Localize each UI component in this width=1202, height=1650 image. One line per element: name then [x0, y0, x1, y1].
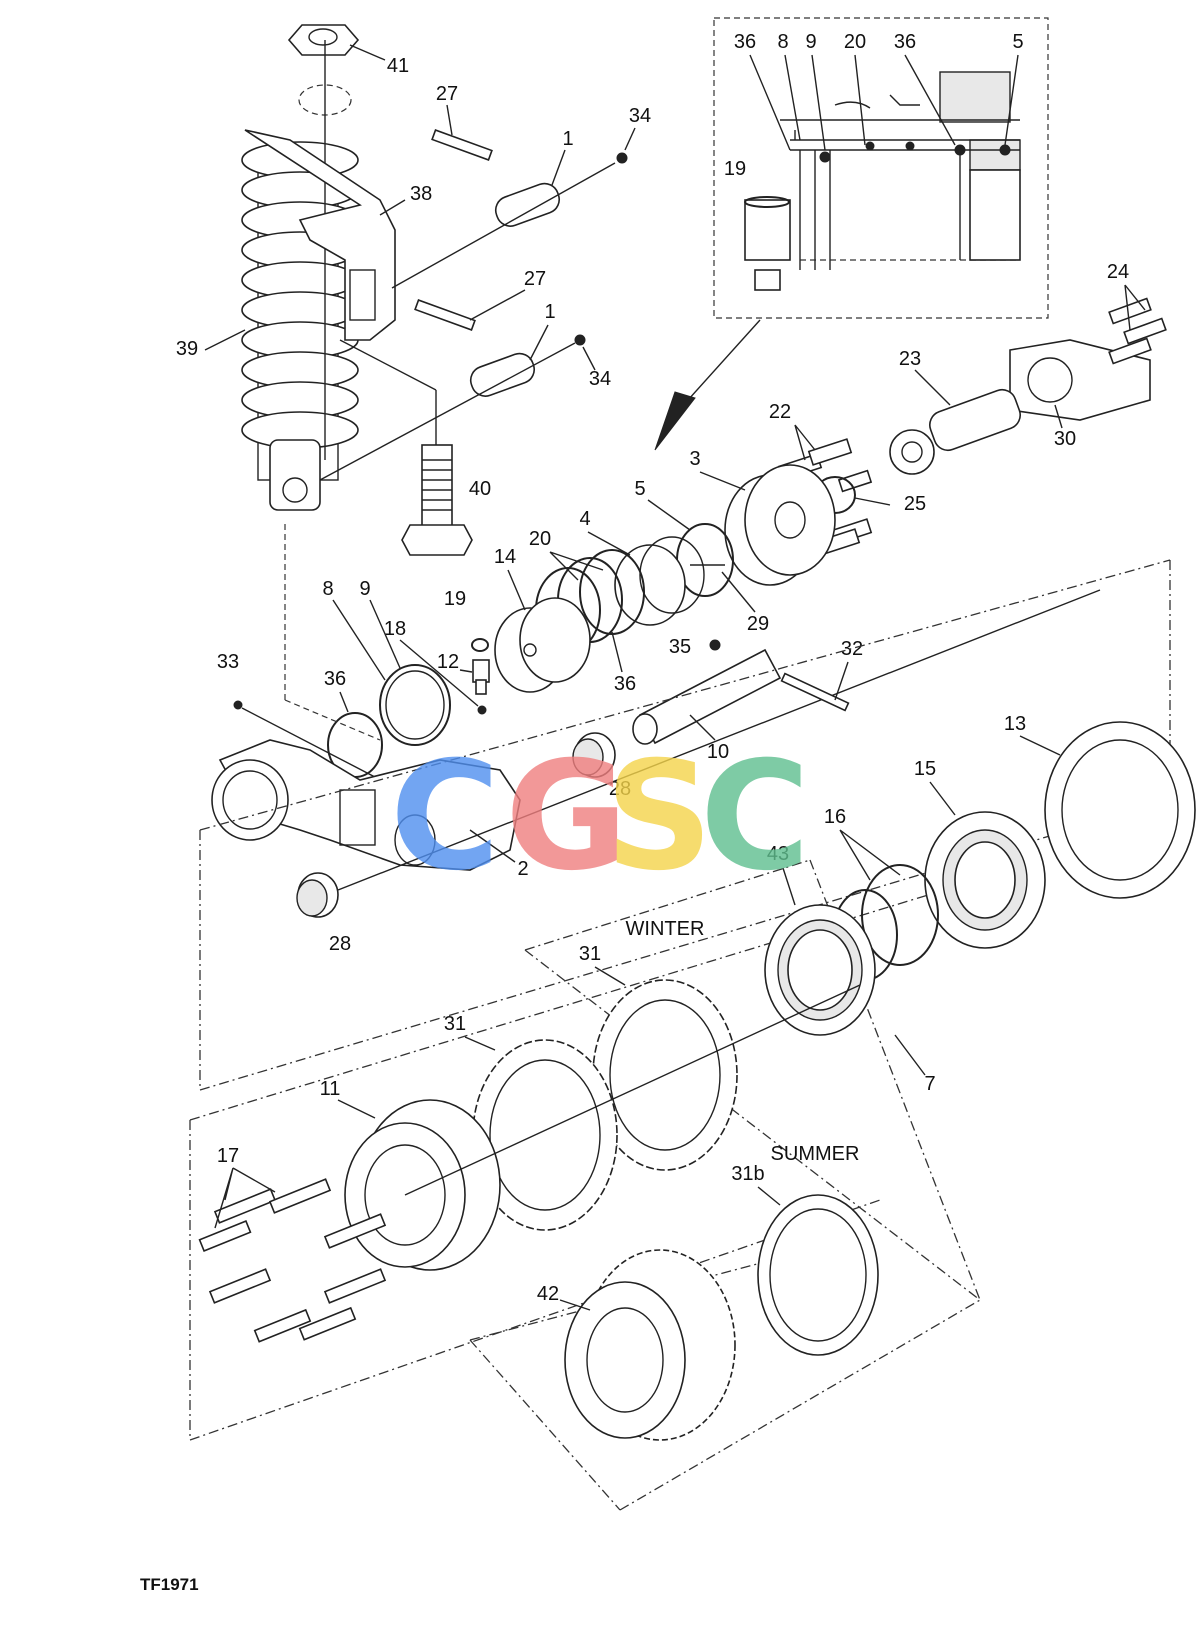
watermark-letter-c1: C	[390, 730, 500, 904]
bearing-15	[924, 811, 1046, 949]
callout-23: 23	[899, 348, 921, 370]
callout-41: 41	[387, 55, 409, 77]
callout-22: 22	[769, 401, 791, 423]
callout-17: 17	[217, 1145, 239, 1167]
hub-11	[344, 1099, 501, 1271]
callout-28-upper: 28	[609, 778, 631, 800]
callout-15: 15	[914, 758, 936, 780]
recoil-spring-39	[241, 40, 359, 511]
bushing-28-upper	[572, 732, 616, 778]
callout-24: 24	[1107, 261, 1129, 283]
end-fitting-30-24	[1009, 297, 1167, 421]
callout-34-mid: 34	[589, 368, 611, 390]
callout-1-mid: 1	[544, 301, 555, 323]
callout-20-inset: 20	[844, 31, 866, 53]
callout-14: 14	[494, 546, 516, 568]
pin-1-top	[494, 182, 560, 227]
cgsc-watermark: C G S C	[390, 730, 810, 904]
figure-reference: TF1971	[140, 1575, 199, 1594]
callout-27-mid: 27	[524, 268, 546, 290]
bolt-32	[780, 672, 850, 712]
callout-2: 2	[517, 858, 528, 880]
callout-18: 18	[384, 618, 406, 640]
callout-9: 9	[359, 578, 370, 600]
callout-4: 4	[579, 508, 590, 530]
fitting-35	[709, 639, 721, 651]
callout-3: 3	[689, 448, 700, 470]
callout-42: 42	[537, 1283, 559, 1305]
callout-28-lower: 28	[329, 933, 351, 955]
callout-8-inset: 8	[777, 31, 788, 53]
pin-27-top	[431, 129, 493, 161]
detail-inset	[713, 17, 1049, 319]
ring-31b	[757, 1194, 879, 1356]
bolts-17	[198, 1178, 387, 1343]
callout-36-inset-left: 36	[734, 31, 756, 53]
label-summer: SUMMER	[771, 1143, 860, 1165]
callout-1-top: 1	[562, 128, 573, 150]
callout-10: 10	[707, 741, 729, 763]
pin-27-mid	[414, 299, 476, 331]
grease-fitting-34-mid	[574, 334, 586, 346]
ring-19	[471, 638, 489, 652]
callout-29: 29	[747, 613, 769, 635]
callout-36-inset-right: 36	[894, 31, 916, 53]
callout-19: 19	[444, 588, 466, 610]
ring-9	[379, 664, 451, 746]
nut-41	[287, 24, 360, 116]
watermark-letter-s: S	[605, 730, 713, 904]
bolt-40	[401, 444, 473, 556]
callout-5: 5	[634, 478, 645, 500]
callout-36-left: 36	[324, 668, 346, 690]
sprocket-segment-31-left	[472, 1039, 618, 1231]
snap-ring-16a	[861, 864, 939, 966]
piston-14	[494, 597, 591, 693]
callout-30: 30	[1054, 428, 1076, 450]
callout-33: 33	[217, 651, 239, 673]
rod-23	[889, 388, 1021, 475]
yoke-2	[211, 739, 521, 871]
callout-31b: 31b	[731, 1163, 764, 1185]
callout-34-top: 34	[629, 105, 651, 127]
watermark-letter-g: G	[505, 730, 628, 904]
callout-7: 7	[924, 1073, 935, 1095]
sprocket-42	[564, 1249, 736, 1441]
label-winter: WINTER	[626, 918, 705, 940]
grease-fitting-34-top	[616, 152, 628, 164]
callout-25: 25	[904, 493, 926, 515]
callout-36-mid: 36	[614, 673, 636, 695]
callout-16: 16	[824, 806, 846, 828]
cover-13	[1044, 721, 1196, 899]
bushing-4	[614, 536, 705, 626]
callout-39: 39	[176, 338, 198, 360]
callout-35: 35	[669, 636, 691, 658]
shaft-10	[632, 648, 782, 745]
callout-40: 40	[469, 478, 491, 500]
callout-8: 8	[322, 578, 333, 600]
watermark-letter-c2: C	[700, 730, 810, 904]
flange-3	[724, 464, 836, 586]
bushing-28-lower	[296, 872, 339, 918]
callout-31-left: 31	[444, 1013, 466, 1035]
callout-43: 43	[767, 843, 789, 865]
callout-32: 32	[841, 638, 863, 660]
fitting-33	[233, 700, 243, 710]
callout-12: 12	[437, 651, 459, 673]
callout-11: 11	[320, 1078, 341, 1100]
callout-27-top: 27	[436, 83, 458, 105]
part-18	[477, 705, 487, 715]
bracket-38	[244, 129, 396, 341]
bearing-43	[764, 904, 876, 1036]
callout-38: 38	[410, 183, 432, 205]
callout-19-inset: 19	[724, 158, 746, 180]
callout-9-inset: 9	[805, 31, 816, 53]
callout-20: 20	[529, 528, 551, 550]
callout-31-winter: 31	[579, 943, 601, 965]
valve-12	[472, 659, 490, 695]
callout-13: 13	[1004, 713, 1026, 735]
callout-5-inset: 5	[1012, 31, 1023, 53]
pin-1-mid	[469, 352, 535, 397]
